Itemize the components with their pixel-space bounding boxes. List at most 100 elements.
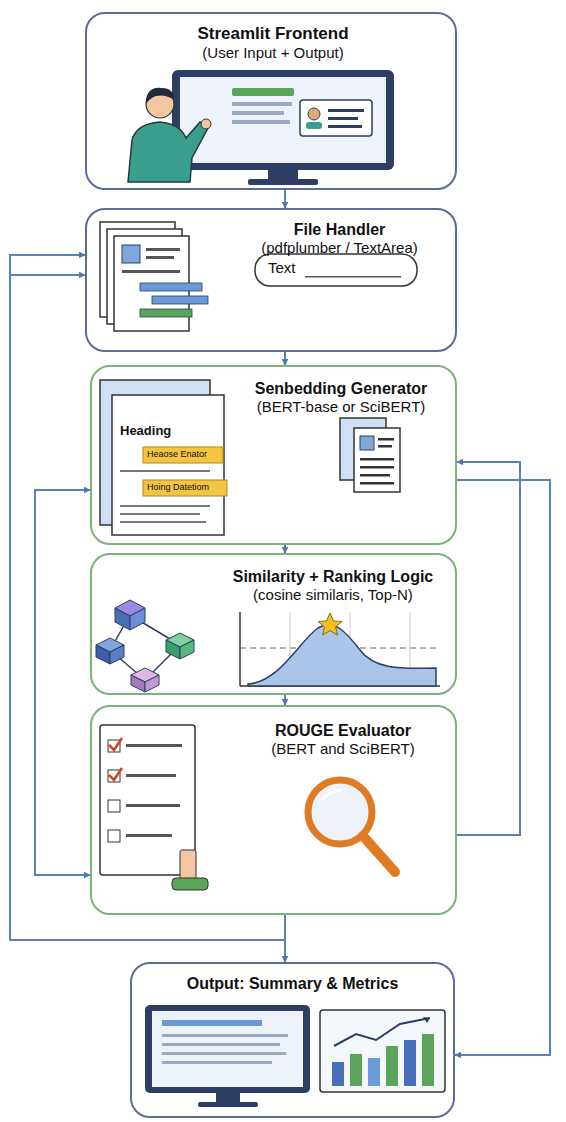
illustration-shape	[145, 675, 159, 692]
process-box: Streamlit Frontend(User Input + Output)	[85, 12, 457, 190]
illustration-shape	[108, 830, 120, 842]
illustration-shape	[378, 438, 394, 441]
illustration-shape	[354, 428, 400, 492]
box-title: ROUGE Evaluator	[232, 721, 454, 740]
illustration-shape	[162, 1020, 262, 1026]
box-title: Similarity + Ranking Logic	[210, 567, 456, 586]
illustration-shape	[108, 800, 120, 812]
illustration-shape	[112, 395, 224, 535]
highlight-text: Hoing Datetiom	[147, 483, 209, 493]
box-text: Streamlit Frontend(User Input + Output)	[97, 14, 449, 62]
magnifier-illustration	[308, 780, 395, 872]
illustration-shape	[126, 804, 180, 807]
illustration-shape	[109, 738, 122, 750]
illustration-shape	[232, 120, 290, 124]
connector-arrow	[284, 545, 286, 553]
connector-arrow	[284, 190, 286, 208]
box-text: Output: Summary & Metrics	[140, 964, 445, 993]
output-monitor-illustration	[145, 1005, 310, 1107]
illustration-shape	[172, 70, 394, 170]
illustration-shape	[350, 1054, 362, 1086]
illustration-shape	[166, 640, 180, 659]
illustration-shape	[328, 109, 364, 112]
illustration-shape	[308, 108, 320, 120]
box-subtitle: (User Input + Output)	[97, 44, 449, 62]
illustration-shape	[109, 768, 122, 780]
box-text: Similarity + Ranking Logic(cosine simila…	[210, 555, 456, 604]
illustration-shape	[131, 675, 145, 692]
illustration-shape	[360, 436, 374, 450]
illustration-shape	[239, 612, 241, 686]
illustration-shape	[162, 1052, 286, 1055]
ranking-chart-illustration	[240, 612, 440, 686]
vector-cubes-illustration	[96, 600, 194, 692]
connector-arrow	[284, 695, 286, 705]
illustration-shape	[152, 1011, 303, 1087]
process-box: Similarity + Ranking Logic(cosine simila…	[90, 553, 457, 695]
illustration-shape	[201, 119, 211, 129]
highlight-text: Heaose Enator	[147, 450, 207, 460]
illustration-shape	[404, 1040, 416, 1086]
illustration-shape	[328, 125, 362, 128]
illustration-shape	[152, 296, 208, 304]
illustration-shape	[360, 474, 390, 477]
illustration-shape	[255, 254, 417, 286]
connector-arrow	[10, 255, 285, 940]
illustration-shape	[145, 1005, 310, 1093]
illustration-shape	[143, 447, 223, 463]
illustration-shape	[162, 1061, 272, 1064]
connector-arrow	[455, 480, 550, 1055]
illustration-shape	[305, 276, 401, 278]
connector-arrow	[457, 462, 520, 835]
illustration-shape	[172, 878, 208, 890]
metrics-chart-illustration	[320, 1010, 445, 1092]
process-box: Output: Summary & Metrics	[130, 962, 455, 1118]
illustration-shape	[126, 774, 176, 777]
box-text: Senbedding Generator(BERT-base or SciBER…	[227, 367, 455, 416]
illustration-shape	[140, 309, 192, 317]
illustration-shape	[423, 1017, 430, 1023]
illustration-shape	[120, 505, 210, 507]
connector-arrow	[284, 352, 286, 365]
user-monitor-illustration	[128, 70, 394, 185]
box-subtitle: (BERT-base or SciBERT)	[227, 398, 455, 416]
illustration-shape	[368, 1058, 380, 1086]
illustration-shape	[180, 850, 196, 880]
illustration-shape	[146, 248, 180, 251]
illustration-shape	[128, 122, 208, 182]
illustration-shape	[232, 102, 292, 106]
illustration-shape	[198, 1102, 258, 1107]
illustration-shape	[146, 88, 174, 104]
illustration-shape	[120, 470, 210, 472]
box-title: File Handler	[227, 220, 452, 239]
illustration-shape	[146, 256, 174, 259]
illustration-shape	[422, 1034, 434, 1086]
illustration-shape	[386, 1046, 398, 1086]
process-box: ROUGE Evaluator(BERT and SciBERT)	[90, 705, 457, 915]
box-text: ROUGE Evaluator(BERT and SciBERT)	[232, 707, 454, 758]
illustration-shape	[130, 608, 145, 630]
illustration-shape	[180, 77, 386, 163]
illustration-shape	[122, 245, 140, 263]
illustration-shape	[96, 645, 110, 664]
box-title: Streamlit Frontend	[97, 24, 449, 44]
illustration-shape	[328, 117, 358, 120]
illustration-shape	[268, 170, 298, 180]
illustration-shape	[306, 122, 322, 129]
illustration-shape	[120, 521, 206, 523]
illustration-shape	[322, 790, 342, 800]
illustration-shape	[162, 1043, 280, 1046]
box-title: Output: Summary & Metrics	[140, 974, 445, 993]
illustration-shape	[180, 640, 194, 659]
illustration-shape	[360, 482, 394, 485]
box-subtitle: (pdfplumber / TextArea)	[227, 239, 452, 257]
page-heading: Heading	[120, 424, 171, 438]
illustration-shape	[140, 283, 202, 291]
illustration-shape	[334, 1018, 430, 1046]
box-subtitle: (cosine similaris, Top-N)	[210, 586, 456, 604]
illustration-shape	[318, 613, 342, 635]
box-text: File Handler(pdfplumber / TextArea)	[227, 210, 452, 257]
box-subtitle: (BERT and SciBERT)	[232, 740, 454, 758]
illustration-shape	[126, 744, 182, 747]
